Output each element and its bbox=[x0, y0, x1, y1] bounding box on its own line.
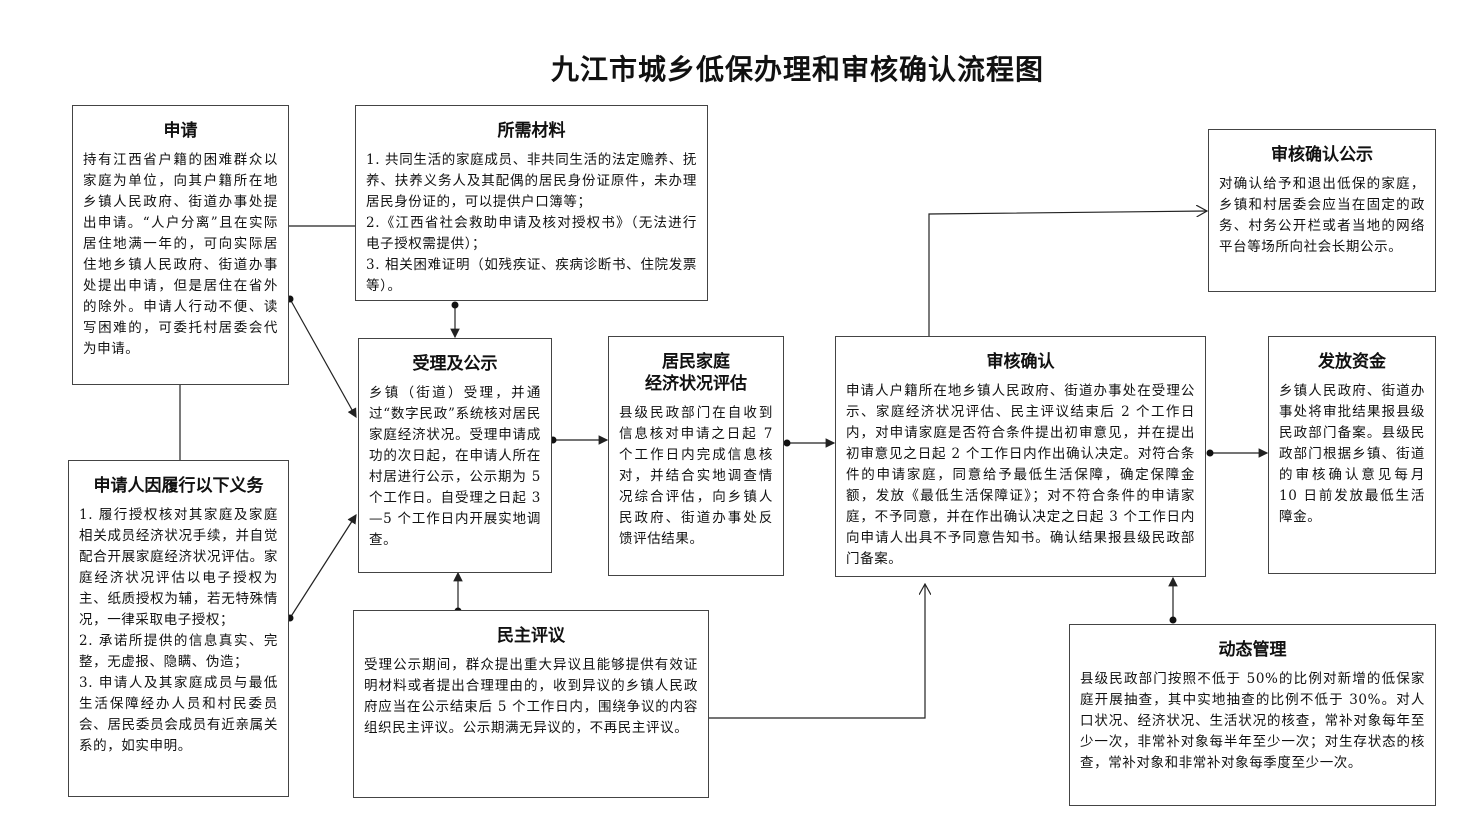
box-text: 对确认给予和退出低保的家庭，乡镇和村居委会应当在固定的政务、村务公开栏或者当地的… bbox=[1219, 176, 1425, 255]
box-evaluate: 居民家庭 经济状况评估 县级民政部门在自收到信息核对申请之日起 7 个工作日内完… bbox=[608, 336, 784, 576]
box-title: 发放资金 bbox=[1318, 352, 1386, 372]
box-text: 申请人户籍所在地乡镇人民政府、街道办事处在受理公示、家庭经济状况评估、民主评议结… bbox=[846, 383, 1195, 567]
box-text: 1. 履行授权核对其家庭及家庭相关成员经济状况手续，并自觉配合开展家庭经济状况评… bbox=[79, 507, 278, 754]
flowchart-title: 九江市城乡低保办理和审核确认流程图 bbox=[550, 53, 1044, 86]
box-text: 持有江西省户籍的困难群众以家庭为单位，向其户籍所在地乡镇人民政府、街道办事处提出… bbox=[83, 152, 278, 357]
box-confirm: 审核确认 申请人户籍所在地乡镇人民政府、街道办事处在受理公示、家庭经济状况评估、… bbox=[835, 336, 1206, 577]
box-accept: 受理及公示 乡镇（街道）受理，并通过“数字民政”系统核对居民家庭经济状况。受理申… bbox=[358, 338, 552, 573]
box-text: 1. 共同生活的家庭成员、非共同生活的法定赡养、抚养、扶养义务人及其配偶的居民身… bbox=[366, 152, 697, 294]
box-obligations: 申请人因履行以下义务 1. 履行授权核对其家庭及家庭相关成员经济状况手续，并自觉… bbox=[68, 460, 289, 797]
box-publicize: 审核确认公示 对确认给予和退出低保的家庭，乡镇和村居委会应当在固定的政务、村务公… bbox=[1208, 129, 1436, 292]
arrow-confirm-publicize bbox=[928, 211, 1207, 336]
box-apply: 申请 持有江西省户籍的困难群众以家庭为单位，向其户籍所在地乡镇人民政府、街道办事… bbox=[72, 105, 289, 385]
box-payment: 发放资金 乡镇人民政府、街道办事处将审批结果报县级民政部门备案。县级民政部门根据… bbox=[1268, 336, 1436, 574]
box-title: 居民家庭 经济状况评估 bbox=[645, 352, 747, 394]
box-review: 民主评议 受理公示期间，群众提出重大异议且能够提供有效证明材料或者提出合理理由的… bbox=[353, 610, 709, 798]
box-materials: 所需材料 1. 共同生活的家庭成员、非共同生活的法定赡养、抚养、扶养义务人及其配… bbox=[355, 105, 708, 301]
box-text: 受理公示期间，群众提出重大异议且能够提供有效证明材料或者提出合理理由的，收到异议… bbox=[364, 657, 698, 736]
box-title: 民主评议 bbox=[497, 626, 565, 646]
box-title: 动态管理 bbox=[1218, 640, 1287, 660]
box-title: 受理及公示 bbox=[412, 354, 498, 374]
box-title: 审核确认 bbox=[986, 352, 1055, 372]
box-title: 所需材料 bbox=[497, 121, 566, 141]
box-text: 县级民政部门在自收到信息核对申请之日起 7 个工作日内完成信息核对，并结合实地调… bbox=[619, 405, 773, 547]
box-text: 县级民政部门按照不低于 50%的比例对新增的低保家庭开展抽查，其中实地抽查的比例… bbox=[1080, 671, 1425, 771]
arrow-apply-accept bbox=[289, 298, 357, 419]
box-title: 申请 bbox=[163, 121, 198, 141]
box-dynamic: 动态管理 县级民政部门按照不低于 50%的比例对新增的低保家庭开展抽查，其中实地… bbox=[1069, 624, 1436, 806]
box-text: 乡镇人民政府、街道办事处将审批结果报县级民政部门备案。县级民政部门根据乡镇、街道… bbox=[1279, 383, 1425, 525]
arrow-obligations-accept bbox=[289, 513, 357, 619]
box-text: 乡镇（街道）受理，并通过“数字民政”系统核对居民家庭经济状况。受理申请成功的次日… bbox=[369, 385, 541, 548]
box-title: 审核确认公示 bbox=[1271, 145, 1373, 165]
arrow-review-confirm bbox=[708, 584, 925, 719]
box-title: 申请人因履行以下义务 bbox=[93, 476, 264, 496]
